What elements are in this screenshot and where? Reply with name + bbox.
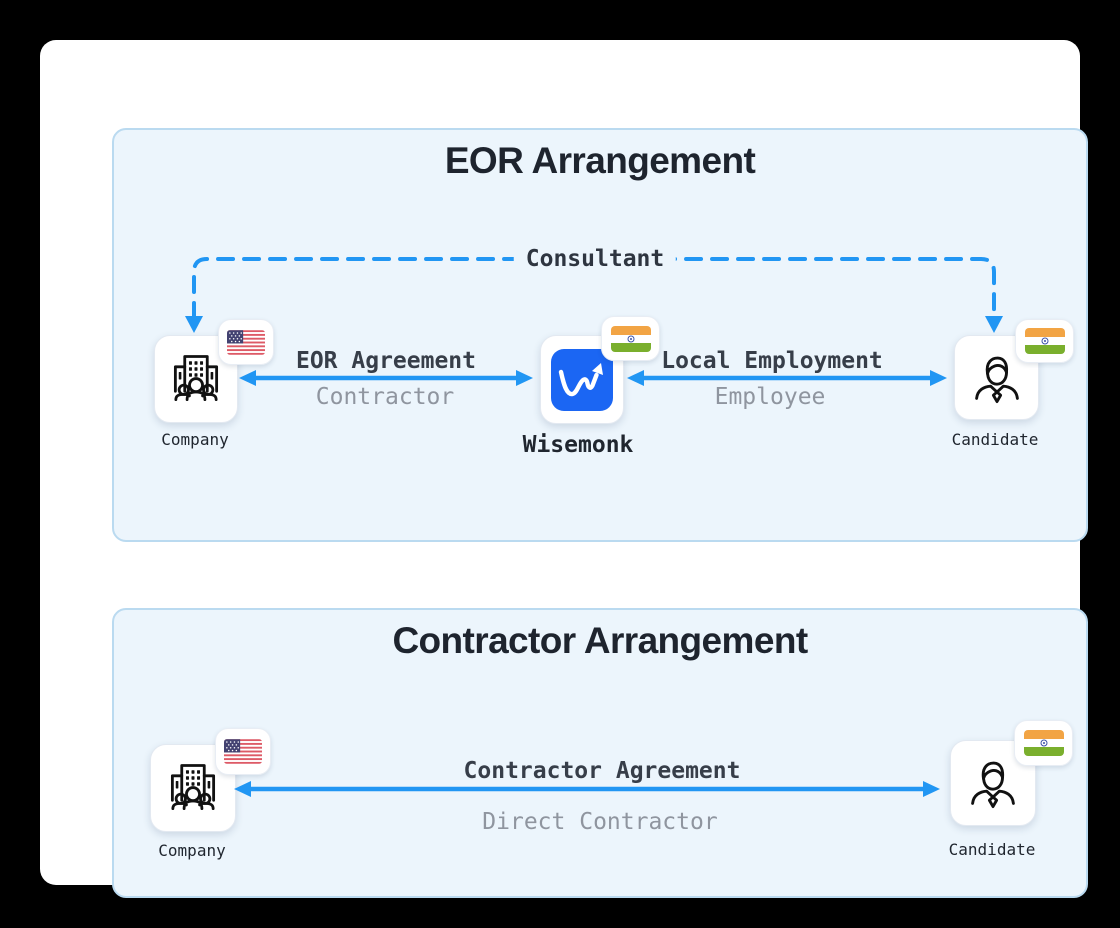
company-node-label: Company [158,841,226,860]
us-flag-icon [227,329,265,355]
candidate-flag-badge [1015,319,1074,363]
candidate-flag-badge [1014,720,1073,766]
eor-arrangement-panel: EOR Arrangement Consultant [112,128,1088,542]
local-employment-arrow [627,370,947,386]
candidate-person-icon [974,356,1019,403]
contractor-agreement-arrow [234,781,940,797]
candidate-node-label: Candidate [951,430,1039,449]
contractor-arrangement-panel: Contractor Arrangement [112,608,1088,898]
local-employment-label: Local Employment [661,348,883,374]
eor-agreement-arrow [239,370,533,386]
india-flag-icon [610,325,651,352]
eor-panel-title: EOR Arrangement [444,140,756,181]
wisemonk-logo-icon [551,348,613,411]
contractor-role-label: Contractor [315,384,455,410]
page-card: EOR Arrangement Consultant [40,40,1088,898]
candidate-person-icon [971,761,1015,809]
company-building-icon [170,764,216,811]
company-flag-badge [215,728,271,775]
wisemonk-node-label: Wisemonk [522,432,634,458]
eor-agreement-label: EOR Agreement [295,348,477,374]
contractor-panel-title: Contractor Arrangement [392,620,808,661]
down-arrowhead-icon [985,316,1003,333]
india-flag-icon [1024,328,1065,354]
down-arrowhead-icon [185,316,203,333]
direct-contractor-role-label: Direct Contractor [482,809,718,835]
company-building-icon [173,355,219,402]
employee-role-label: Employee [714,384,826,410]
candidate-node-label: Candidate [948,840,1036,859]
wisemonk-flag-badge [601,316,660,361]
contractor-agreement-label: Contractor Agreement [463,758,741,784]
india-flag-icon [1023,730,1064,756]
us-flag-icon [224,739,262,764]
company-node-label: Company [161,430,229,449]
company-flag-badge [218,319,274,365]
consultant-edge-label: Consultant [513,246,677,272]
